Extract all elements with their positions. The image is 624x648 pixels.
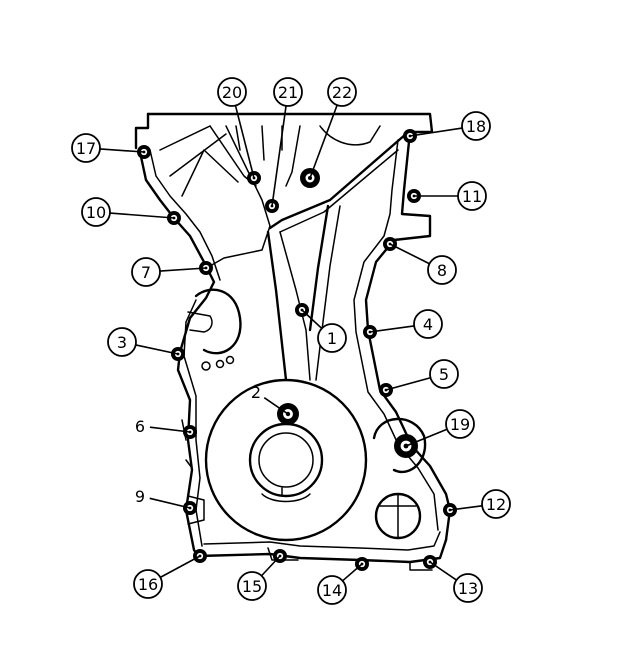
callout-number-7: 7 — [141, 263, 151, 282]
callout-number-3: 3 — [117, 333, 127, 352]
callout-circle-10 — [81, 197, 111, 227]
callout-circle-15 — [237, 571, 267, 601]
callout-22: 22 — [327, 77, 357, 107]
cover-body — [134, 112, 452, 571]
callout-11: 11 — [457, 181, 487, 211]
callout-1: 1 — [317, 323, 347, 353]
callout-number-6: 6 — [135, 417, 145, 436]
callout-circle-14 — [317, 575, 347, 605]
callout-14: 14 — [317, 575, 347, 605]
callout-16: 16 — [133, 569, 163, 599]
leader-line-16 — [159, 555, 201, 579]
callout-circle-16 — [133, 569, 163, 599]
callout-number-14: 14 — [322, 581, 342, 600]
callout-number-19: 19 — [450, 415, 470, 434]
callout-20: 20 — [217, 77, 247, 107]
callout-circle-3 — [107, 327, 137, 357]
callout-number-10: 10 — [86, 203, 106, 222]
callout-number-20: 20 — [222, 83, 242, 102]
callout-9: 9 — [135, 487, 145, 506]
callout-number-16: 16 — [138, 575, 158, 594]
leader-line-14 — [342, 563, 363, 582]
callout-number-11: 11 — [462, 187, 482, 206]
leader-line-2 — [263, 397, 289, 415]
callout-number-15: 15 — [242, 577, 262, 596]
callout-number-18: 18 — [466, 117, 486, 136]
callout-3: 3 — [107, 327, 137, 357]
callout-number-13: 13 — [458, 579, 478, 598]
callout-number-5: 5 — [439, 365, 449, 384]
callout-circle-21 — [273, 77, 303, 107]
leader-line-8 — [389, 243, 430, 265]
callout-4: 4 — [413, 309, 443, 339]
leader-line-6 — [149, 426, 191, 433]
callout-circle-13 — [453, 573, 483, 603]
callout-15: 15 — [237, 571, 267, 601]
leader-layer — [99, 104, 483, 582]
callout-2: 2 — [251, 383, 261, 402]
callout-number-8: 8 — [437, 261, 447, 280]
leader-line-19 — [405, 428, 448, 447]
callout-number-17: 17 — [76, 139, 96, 158]
callout-10: 10 — [81, 197, 111, 227]
leader-line-22 — [309, 104, 338, 179]
callout-circle-5 — [429, 359, 459, 389]
callout-number-1: 1 — [327, 329, 337, 348]
callout-13: 13 — [453, 573, 483, 603]
callout-circle-19 — [445, 409, 475, 439]
leader-line-1 — [301, 309, 323, 330]
callout-circle-4 — [413, 309, 443, 339]
callout-19: 19 — [445, 409, 475, 439]
callout-17: 17 — [71, 133, 101, 163]
callout-number-4: 4 — [423, 315, 433, 334]
leader-line-7 — [159, 267, 207, 272]
leader-line-10 — [109, 212, 175, 219]
leader-line-18 — [409, 127, 463, 137]
callout-circle-18 — [461, 111, 491, 141]
callout-21: 21 — [273, 77, 303, 107]
callout-number-2: 2 — [251, 383, 261, 402]
callout-18: 18 — [461, 111, 491, 141]
callout-circle-17 — [71, 133, 101, 163]
leader-line-12 — [449, 505, 483, 511]
leader-line-15 — [260, 555, 281, 577]
leader-line-21 — [271, 105, 287, 207]
callout-12: 12 — [481, 489, 511, 519]
callout-number-22: 22 — [332, 83, 352, 102]
callout-circle-22 — [327, 77, 357, 107]
callout-8: 8 — [427, 255, 457, 285]
callout-circle-20 — [217, 77, 247, 107]
callout-5: 5 — [429, 359, 459, 389]
leader-line-5 — [385, 376, 431, 391]
crank-sprocket — [204, 378, 368, 542]
callout-circle-12 — [481, 489, 511, 519]
callout-number-21: 21 — [278, 83, 298, 102]
leader-line-4 — [369, 325, 415, 333]
leader-line-9 — [149, 497, 191, 509]
leader-line-17 — [99, 148, 145, 153]
callout-number-9: 9 — [135, 487, 145, 506]
leader-line-13 — [429, 561, 457, 581]
leader-line-3 — [135, 344, 179, 355]
leader-line-20 — [234, 105, 255, 179]
callout-circle-7 — [131, 257, 161, 287]
callout-7: 7 — [131, 257, 161, 287]
callout-circle-8 — [427, 255, 457, 285]
callout-circle-11 — [457, 181, 487, 211]
callout-6: 6 — [135, 417, 145, 436]
callout-circle-1 — [317, 323, 347, 353]
callout-number-12: 12 — [486, 495, 506, 514]
